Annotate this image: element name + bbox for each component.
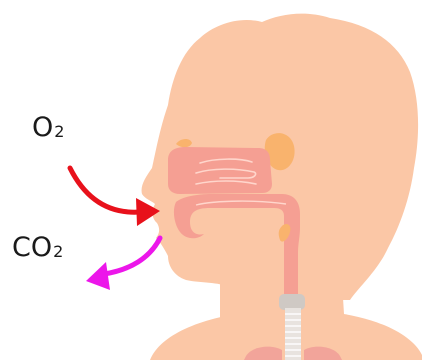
carbon-dioxide-symbol: CO <box>12 232 52 263</box>
trachea <box>285 308 301 360</box>
exhale-arrow-icon <box>86 262 110 290</box>
nasal-cavity <box>168 147 272 194</box>
carbon-dioxide-label: CO2 <box>12 234 63 261</box>
oxygen-subscript: 2 <box>54 122 64 141</box>
larynx <box>279 294 305 310</box>
oxygen-symbol: O <box>32 112 53 143</box>
inhale-arrow-shaft <box>70 168 140 212</box>
oxygen-label: O2 <box>32 114 64 141</box>
carbon-dioxide-subscript: 2 <box>53 242 63 261</box>
exhale-arrow-shaft <box>104 238 160 274</box>
